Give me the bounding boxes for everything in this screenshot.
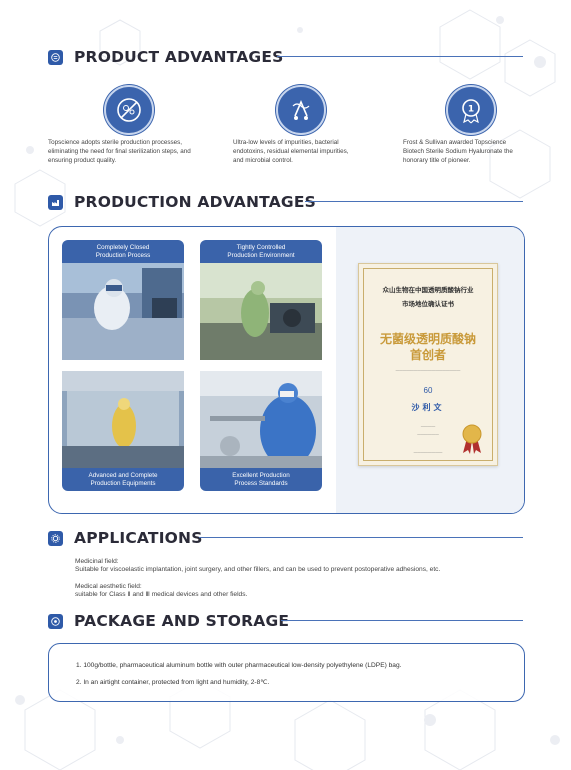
product-advantages-header: PRODUCT ADVANTAGES xyxy=(48,48,283,66)
aesthetic-field-text: suitable for Class Ⅱ and Ⅲ medical devic… xyxy=(75,591,248,598)
divider xyxy=(199,537,523,538)
advantage-text-award: Frost & Sullivan awarded Topscience Biot… xyxy=(403,139,513,164)
divider xyxy=(277,56,523,57)
section-title: APPLICATIONS xyxy=(74,529,203,547)
svg-text:1: 1 xyxy=(468,105,474,115)
section-title: PRODUCTION ADVANTAGES xyxy=(74,193,316,211)
gold-seal-icon xyxy=(462,424,482,454)
cleanroom-photo-1 xyxy=(62,263,184,360)
certificate-title-line-1: 众山生物在中国透明质酸钠行业 xyxy=(382,287,474,294)
advantage-text-impurities: Ultra-low levels of impurities, bacteria… xyxy=(233,139,349,164)
section-title: PACKAGE AND STORAGE xyxy=(74,612,290,630)
cleanroom-photo-4 xyxy=(200,371,322,468)
certificate-headline-line-2: 首创者 xyxy=(409,348,446,362)
certificate-code-line: ———————— xyxy=(413,450,443,454)
factory-icon xyxy=(48,194,63,210)
certificate-title-line-2: 市场地位确认证书 xyxy=(402,301,454,308)
package-line-1: 1. 100g/bottle, pharmaceutical aluminum … xyxy=(76,662,402,669)
divider xyxy=(305,201,523,202)
section-title: PRODUCT ADVANTAGES xyxy=(74,48,284,66)
cleanroom-photo-3 xyxy=(62,371,184,468)
list-icon xyxy=(48,49,63,65)
certificate-logo-number: 60 xyxy=(423,386,433,395)
divider xyxy=(281,620,523,621)
certificate-fine-print: —————————————————— xyxy=(395,368,461,372)
advantage-text-sterile: Topscience adopts sterile production pro… xyxy=(48,139,191,164)
medicinal-field-text: Suitable for viscoelastic implantation, … xyxy=(75,566,441,573)
box-icon xyxy=(48,613,63,629)
cleanroom-photo-2 xyxy=(200,263,322,360)
package-storage-header: PACKAGE AND STORAGE xyxy=(48,612,289,630)
aesthetic-field-title: Medical aesthetic field: xyxy=(75,583,142,590)
certificate-signature-line: ———— xyxy=(420,424,436,428)
low-impurity-icon xyxy=(276,85,326,135)
package-line-2: 2. In an airtight container, protected f… xyxy=(76,679,270,686)
settings-icon xyxy=(48,530,63,546)
applications-header: APPLICATIONS xyxy=(48,529,203,547)
package-panel: 1. 100g/bottle, pharmaceutical aluminum … xyxy=(48,643,525,702)
production-advantages-header: PRODUCTION ADVANTAGES xyxy=(48,193,316,211)
certificate-issuer: 沙利文 xyxy=(411,403,445,412)
medicinal-field-title: Medicinal field: xyxy=(75,558,119,565)
sterile-icon xyxy=(104,85,154,135)
certificate: 众山生物在中国透明质酸钠行业 市场地位确认证书 无菌级透明质酸钠 首创者 ———… xyxy=(358,263,498,466)
award-medal-icon: 1 xyxy=(446,85,496,135)
certificate-headline-line-1: 无菌级透明质酸钠 xyxy=(379,332,476,346)
certificate-date-line: —————— xyxy=(417,432,439,436)
